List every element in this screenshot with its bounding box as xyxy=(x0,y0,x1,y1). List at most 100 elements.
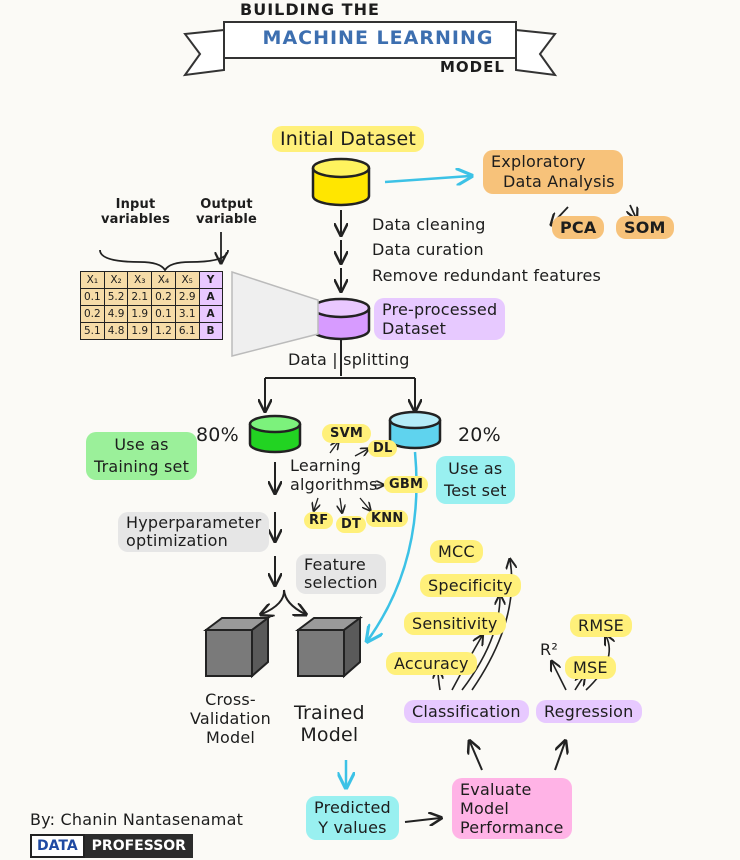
table-row: 0.2 4.9 1.9 0.1 3.1 A xyxy=(80,305,223,323)
table-header-cell: X₃ xyxy=(127,271,153,289)
cv-line1: Cross- xyxy=(205,690,256,709)
classification-label: Classification xyxy=(404,700,529,723)
table-cell: 0.2 xyxy=(151,288,176,306)
eda-line1: Exploratory xyxy=(491,152,586,171)
test-line1: Use as xyxy=(448,459,503,478)
sample-data-table: X₁ X₂ X₃ X₄ X₅ Y 0.1 5.2 2.1 0.2 2.9 A 0… xyxy=(80,271,223,340)
title-top: BUILDING THE xyxy=(240,0,380,19)
algorithms-line1: Learning xyxy=(290,456,362,475)
metric-sensitivity: Sensitivity xyxy=(404,612,506,635)
input-variables-label: Input variables xyxy=(101,197,170,227)
hyperparameter-line2: optimization xyxy=(126,531,228,550)
data-professor-logo: DATA PROFESSOR xyxy=(30,834,193,858)
step-data-curation: Data curation xyxy=(372,240,484,259)
input-line2: variables xyxy=(101,212,171,227)
output-line1: Output xyxy=(200,197,253,212)
table-row: 0.1 5.2 2.1 0.2 2.9 A xyxy=(80,288,223,306)
preprocessed-label: Pre-processed Dataset xyxy=(374,298,506,340)
table-cell: 1.9 xyxy=(127,305,153,323)
feature-line2: selection xyxy=(304,573,378,592)
som-label: SOM xyxy=(616,216,674,239)
title-banner xyxy=(182,21,558,77)
input-line1: Input xyxy=(115,197,156,212)
algo-dl: DL xyxy=(368,440,398,457)
learning-algorithms-label: Learning algorithms xyxy=(290,456,378,494)
table-projection xyxy=(231,270,319,357)
logo-professor-text: PROFESSOR xyxy=(84,834,193,858)
hyperparameter-label: Hyperparameter optimization xyxy=(118,512,270,552)
predicted-line1: Predicted xyxy=(314,798,391,817)
predicted-line2: Y values xyxy=(318,818,387,837)
initial-dataset-label: Initial Dataset xyxy=(272,126,425,152)
initial-dataset-database-icon xyxy=(311,157,371,207)
title-bottom: MODEL xyxy=(440,58,505,76)
algorithms-line2: algorithms xyxy=(290,475,378,494)
cv-line3: Model xyxy=(205,728,256,747)
preprocessed-dataset-database-icon xyxy=(311,297,371,341)
algo-knn: KNN xyxy=(366,510,409,527)
training-line2: Training set xyxy=(94,457,190,476)
output-variable-label: Output variable xyxy=(196,197,257,227)
trained-line2: Model xyxy=(300,724,359,746)
evaluate-line3: Performance xyxy=(460,818,564,837)
table-header-cell: X₁ xyxy=(80,271,105,289)
table-cell: 1.2 xyxy=(151,322,176,340)
table-cell: 6.1 xyxy=(174,322,200,340)
table-cell: 3.1 xyxy=(174,305,200,323)
feature-line1: Feature xyxy=(304,555,366,574)
training-set-database-icon xyxy=(248,414,302,454)
metric-specificity: Specificity xyxy=(420,574,521,597)
table-cell: 5.2 xyxy=(103,288,129,306)
trained-model-cube-icon xyxy=(295,616,363,679)
arrow-to-eda xyxy=(384,176,470,182)
algo-dt: DT xyxy=(336,516,367,533)
table-header-cell: Y xyxy=(198,271,223,289)
evaluate-label: Evaluate Model Performance xyxy=(452,778,572,839)
input-variables-brace xyxy=(99,249,229,272)
table-cell: 1.9 xyxy=(127,322,153,340)
title-banner-text: MACHINE LEARNING xyxy=(262,27,494,49)
table-cell: 5.1 xyxy=(80,322,105,340)
eda-label: Exploratory Data Analysis xyxy=(483,150,623,194)
metric-mcc: MCC xyxy=(430,540,483,563)
feature-selection-label: Feature selection xyxy=(296,554,386,594)
cv-line2: Validation xyxy=(190,709,272,728)
table-header-cell: X₂ xyxy=(103,271,129,289)
cv-model-label: Cross- Validation Model xyxy=(190,690,271,747)
algo-rf: RF xyxy=(304,512,334,529)
author-credit: By: Chanin Nantasenamat xyxy=(30,810,244,829)
metric-mse: MSE xyxy=(565,656,616,679)
arrow-eda-som xyxy=(630,204,636,218)
preprocessed-line2: Dataset xyxy=(382,319,447,338)
output-line2: variable xyxy=(196,212,258,227)
table-cell: 0.1 xyxy=(151,305,176,323)
cv-model-cube-icon xyxy=(203,616,271,679)
training-set-label: Use as Training set xyxy=(86,432,198,480)
table-header-cell: X₅ xyxy=(174,271,200,289)
test-set-label: Use as Test set xyxy=(436,456,515,504)
table-cell: 0.1 xyxy=(80,288,105,306)
evaluate-line1: Evaluate xyxy=(460,780,532,799)
evaluate-line2: Model xyxy=(460,799,510,818)
metric-r2: R² xyxy=(540,640,558,659)
test-set-database-icon xyxy=(388,410,442,450)
algo-svm: SVM xyxy=(322,424,371,443)
eda-line2: Data Analysis xyxy=(503,172,615,191)
table-cell: B xyxy=(198,322,223,340)
regression-label: Regression xyxy=(536,700,642,723)
metric-rmse: RMSE xyxy=(570,614,632,637)
trained-model-label: Trained Model xyxy=(294,702,365,746)
logo-data-text: DATA xyxy=(30,834,85,858)
table-cell: 4.8 xyxy=(103,322,129,340)
step-data-cleaning: Data cleaning xyxy=(372,215,486,234)
metric-accuracy: Accuracy xyxy=(386,652,477,675)
test-line2: Test set xyxy=(444,481,507,500)
algo-gbm: GBM xyxy=(384,476,429,493)
data-splitting-label: Data | splitting xyxy=(288,350,410,369)
table-cell: A xyxy=(198,305,223,323)
table-cell: 2.9 xyxy=(174,288,200,306)
hyperparameter-line1: Hyperparameter xyxy=(126,513,262,532)
table-cell: 4.9 xyxy=(103,305,129,323)
table-cell: 0.2 xyxy=(80,305,105,323)
